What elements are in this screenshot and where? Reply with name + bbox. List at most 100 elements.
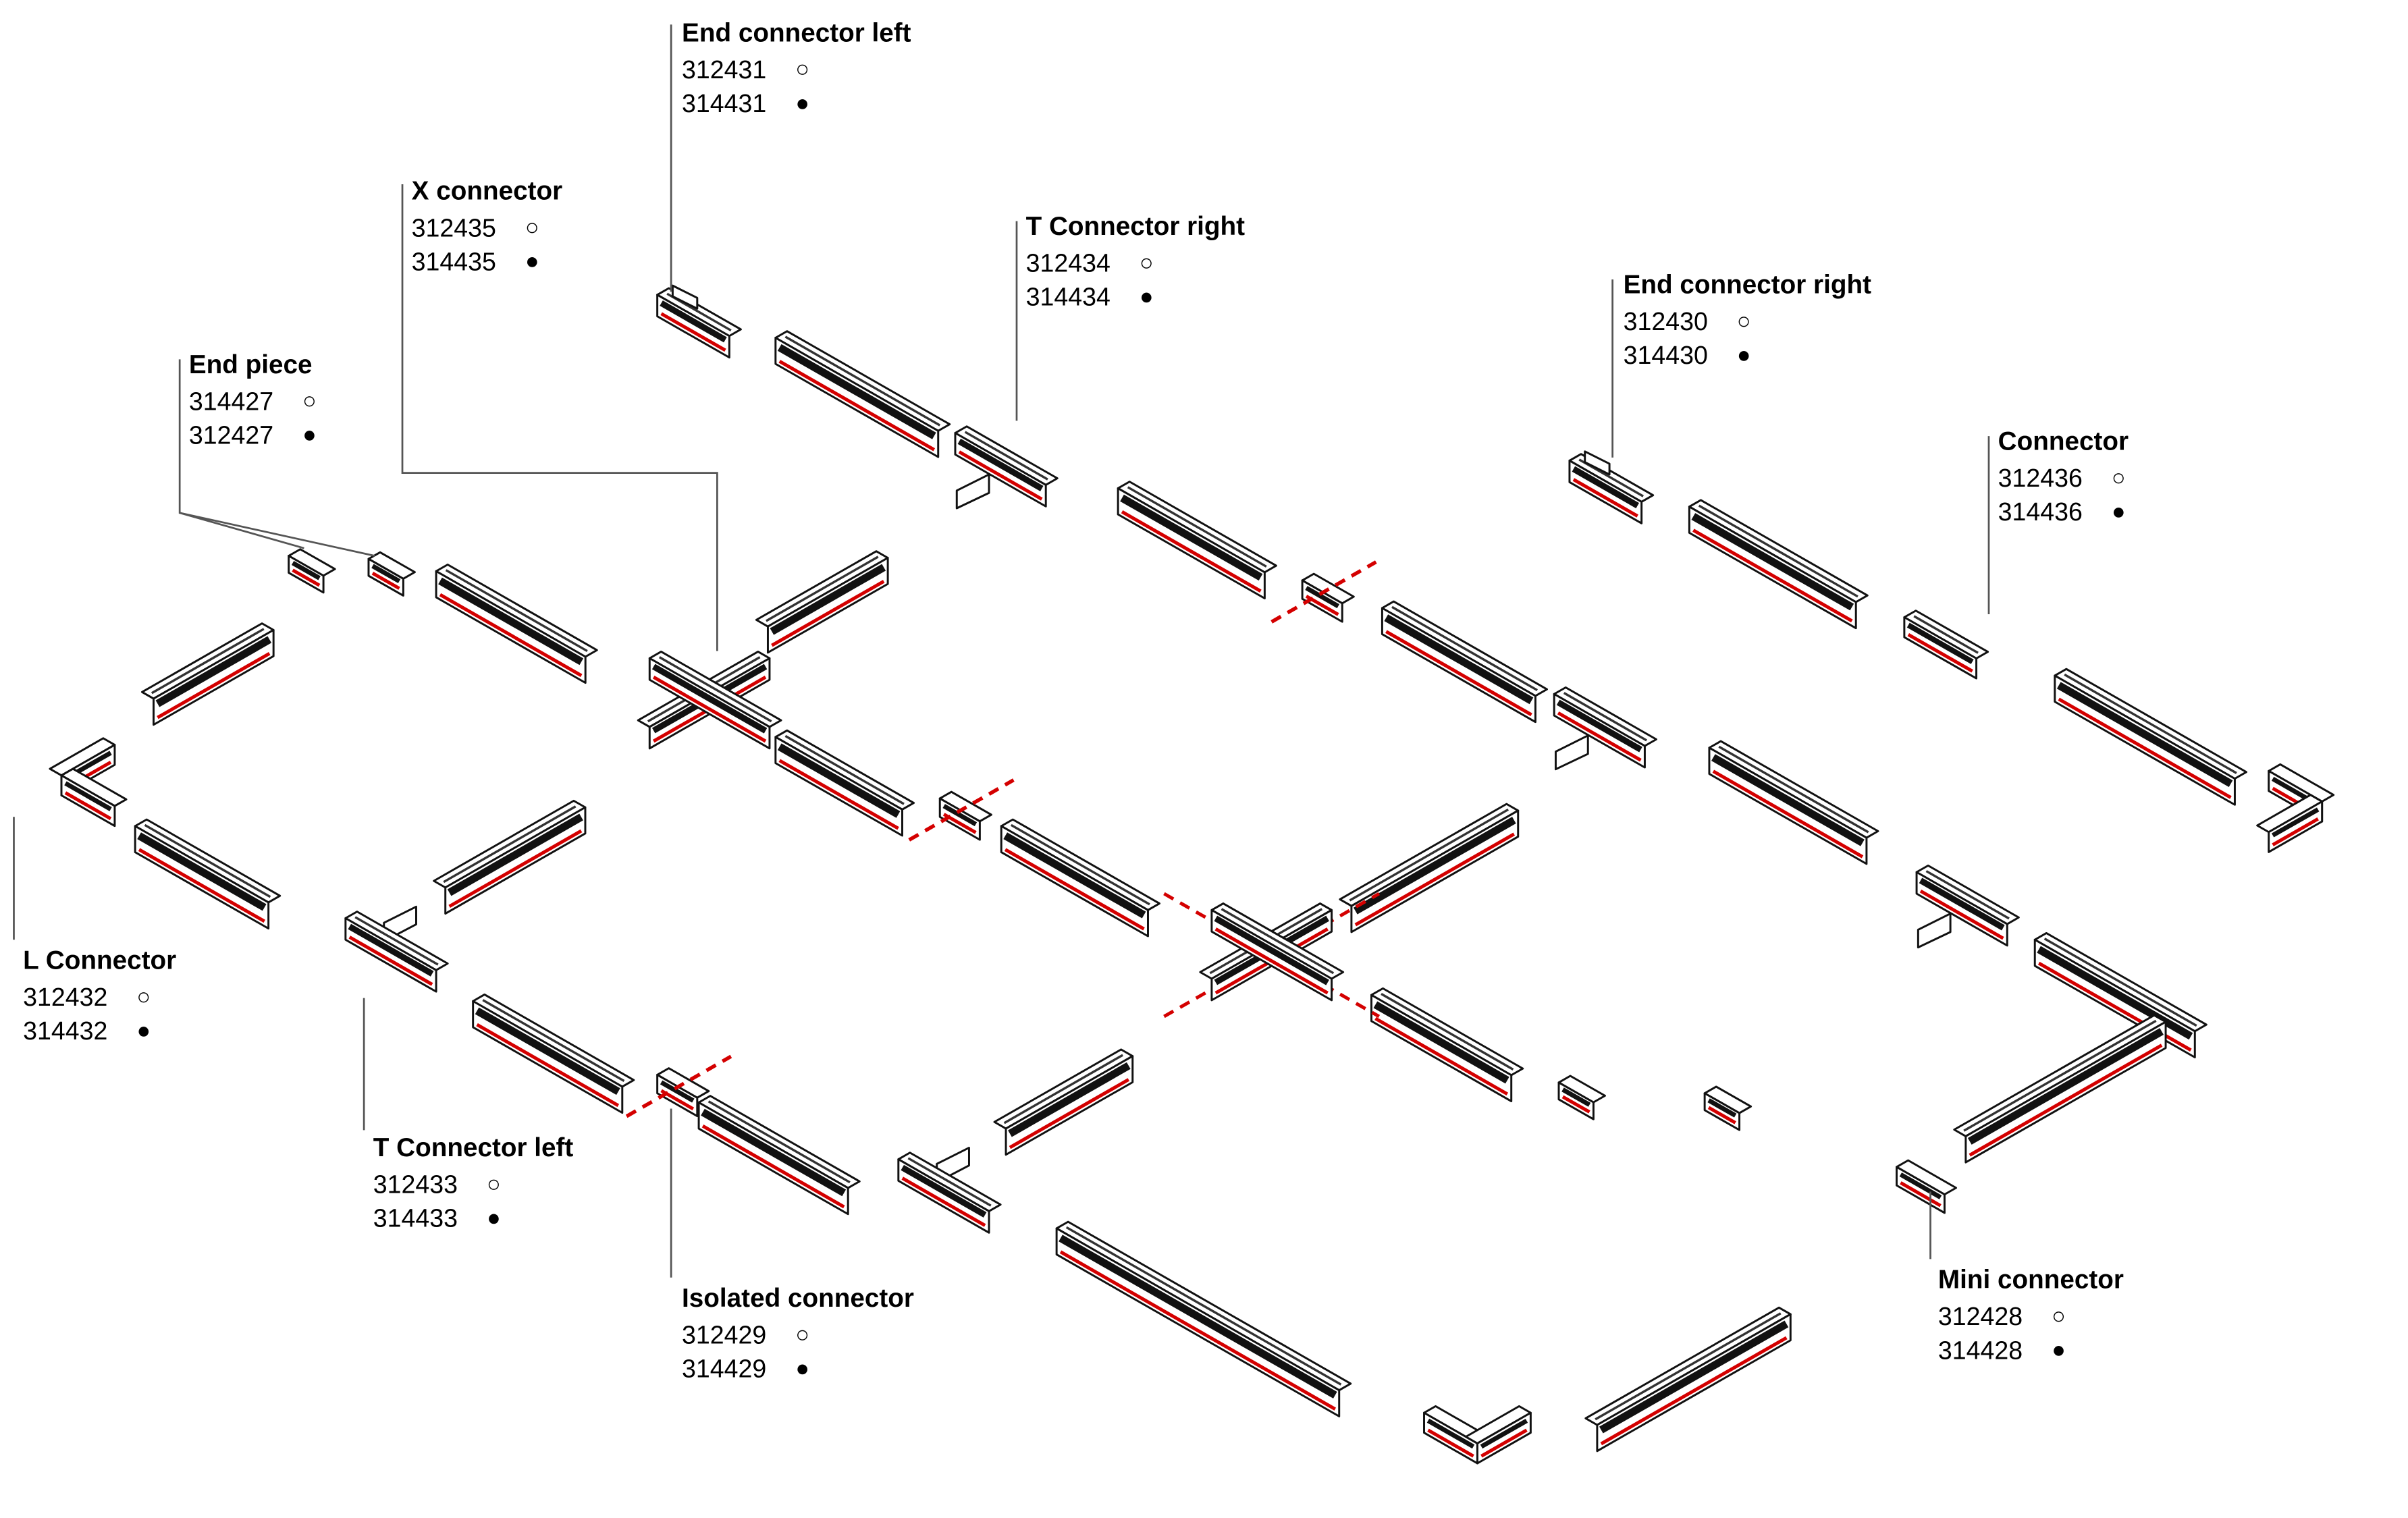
black-variant-dot-icon: ● [2052,1337,2066,1364]
t-connector-part [1919,877,2005,931]
label-title: T Connector left [373,1133,574,1163]
black-variant-dot-icon: ● [487,1205,501,1232]
l-connector-part [64,791,112,821]
black-variant-dot-icon: ● [795,90,810,117]
end-cap-part [1561,1095,1590,1114]
t-connector-part [354,916,439,966]
track-segment [445,569,588,653]
end-connector-left-part [660,312,726,352]
part-number: 312434 [1025,250,1111,278]
track-segment [1374,1016,1509,1096]
label-title: End connector left [682,18,911,48]
end-cap-part [1707,1106,1736,1124]
end-cap-part [371,572,400,590]
t-connector-part [348,923,434,977]
white-variant-dot-icon: ○ [2052,1303,2066,1330]
track-segment [137,832,267,911]
t-connector-part [1554,734,1589,771]
t-connector-part [901,1176,986,1227]
white-variant-dot-icon: ○ [2111,465,2126,491]
t-connector-part [1917,913,1952,949]
label-title: End connector right [1623,270,1871,300]
track-segment [1691,513,1854,611]
part-row: 312432○ [23,981,176,1015]
part-row: 312435○ [412,212,563,246]
white-variant-dot-icon: ○ [795,1322,810,1349]
part-number: 312429 [682,1322,767,1350]
part-row: 312434○ [1026,247,1245,281]
part-number: 312435 [411,215,496,243]
black-variant-dot-icon: ● [2111,499,2126,526]
track-segment [138,848,265,923]
part-row: 312429 ○ [682,1319,914,1353]
track-segment [1065,1226,1342,1386]
label-title: T Connector right [1025,211,1246,242]
label-l-connector: L Connector 312432○ 314432● [23,946,176,1048]
l-connector-part [1427,1428,1474,1458]
label-connector: Connector 312436○ 314436● [1998,427,2129,529]
track-segment [1373,1001,1509,1084]
track-segment [784,335,941,427]
track-segment [2043,938,2197,1027]
end-cap-part [1561,1087,1591,1107]
track-segment [443,805,577,884]
track-segment [777,344,936,439]
track-segment [1711,754,1865,846]
t-connector-part [907,1157,992,1207]
track-segment [475,1007,620,1095]
t-connector-part [958,450,1043,501]
end-connector-right-part [1584,450,1611,476]
track-segment [151,628,265,695]
l-connector-part [1480,1418,1528,1449]
track-segment [1059,1250,1337,1411]
label-title: L Connector [23,946,177,975]
x-connector-part [658,656,772,723]
part-row: 314429 ● [682,1353,914,1386]
part-number: 314436 [1998,499,2083,527]
track-segment [766,555,879,622]
track-segment [157,652,271,720]
track-segment [1600,1336,1788,1446]
part-row: 314432● [23,1015,176,1049]
label-t-connector-left: T Connector left 312433○ 314433● [373,1133,574,1236]
part-row: 312430○ [1624,306,1871,340]
part-number: 314433 [373,1205,458,1233]
part-number: 312432 [23,984,108,1012]
l-connector-part [2271,807,2320,838]
part-number: 312436 [1998,465,2083,493]
label-t-connector-right: T Connector right 312434○ 314434● [1026,212,1245,315]
part-row: 314428● [1938,1334,2124,1368]
track-segment [1963,1019,2157,1132]
part-row: 312436 ○ [1998,462,2129,496]
track-segment [1003,832,1146,919]
part-number: 314430 [1623,342,1708,371]
part-row: 314430● [1624,340,1871,373]
black-variant-dot-icon: ● [795,1355,810,1382]
track-segment [1127,486,1267,568]
t-connector-part [1919,889,2004,940]
l-connector-part [2272,817,2319,846]
track-segment [701,1124,845,1209]
track-segment [1353,817,1516,915]
leader-line [401,184,718,651]
track-segment [2064,673,2237,774]
white-variant-dot-icon: ○ [1736,308,1751,335]
part-row: 314434● [1026,281,1245,315]
label-end-piece: End piece 314427○ 312427● [189,350,317,453]
track-segment [1712,769,1864,859]
track-segment [1692,528,1853,623]
t-connector-part [957,438,1044,491]
track-segment [144,823,271,898]
t-connector-part [1563,692,1647,742]
part-number: 314429 [682,1355,767,1384]
track-segment [482,999,625,1083]
x-connector-part [1214,915,1329,985]
track-segment [1385,630,1532,717]
end-cap-part [371,564,401,584]
black-variant-dot-icon: ● [1139,283,1154,310]
track-segment [1008,1062,1131,1137]
l-connector-part [64,781,112,811]
part-row: 312428○ [1938,1301,2124,1334]
